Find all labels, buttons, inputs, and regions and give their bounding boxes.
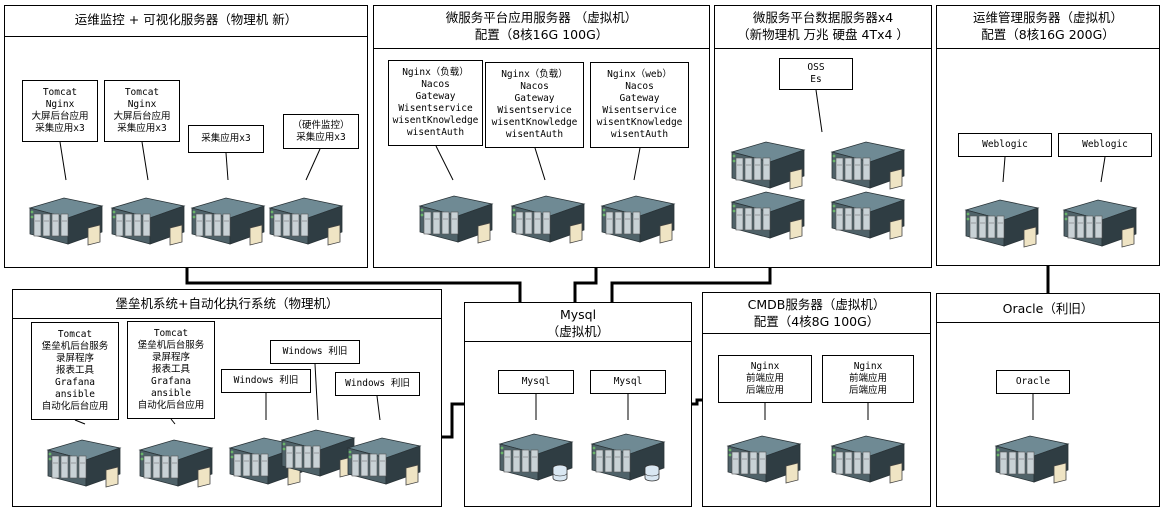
- app-label-box: Nginx 前端应用 后端应用: [822, 355, 914, 403]
- panel-title: 运维管理服务器（虚拟机） 配置（8核16G 200G）: [972, 10, 1123, 42]
- server-icon: [598, 174, 678, 246]
- server-icon: [188, 176, 268, 248]
- title-divider: [5, 36, 367, 37]
- panel-title: Oracle（利旧）: [1002, 301, 1094, 316]
- app-label-box: Windows 利旧: [270, 340, 360, 364]
- server-icon: [26, 176, 106, 248]
- title-divider: [937, 322, 1159, 323]
- connector-monitor-mysql: [185, 268, 522, 302]
- server-icon: [992, 414, 1072, 486]
- app-label-box: OSS Es: [779, 58, 853, 90]
- database-server-icon: [496, 412, 576, 484]
- title-divider: [937, 48, 1159, 49]
- title-divider: [13, 318, 441, 319]
- panel-title: 堡垒机系统+自动化执行系统（物理机）: [115, 296, 339, 311]
- connector-msdata-mysql: [610, 268, 772, 302]
- app-label-box: Tomcat Nginx 大屏后台应用 采集应用x3: [104, 80, 180, 142]
- app-label-box: Windows 利旧: [335, 372, 420, 396]
- server-icon: [828, 120, 908, 192]
- server-icon: [266, 176, 346, 248]
- connector-mysql-cmdb: [692, 398, 702, 406]
- panel-title: CMDB服务器（虚拟机） 配置（4核8G 100G）: [747, 297, 886, 329]
- panel-title: Mysql （虚拟机）: [546, 307, 610, 339]
- server-icon: [728, 120, 808, 192]
- app-label-box: Windows 利旧: [221, 369, 311, 393]
- app-label-box: Mysql: [590, 370, 666, 394]
- server-icon: [44, 418, 124, 490]
- connector-msapp-mysql: [573, 268, 598, 302]
- app-label-box: Nginx（web） Nacos Gateway Wisentservice w…: [590, 62, 689, 148]
- app-label-box: Nginx（负载） Nacos Gateway Wisentservice wi…: [485, 62, 584, 148]
- title-divider: [374, 48, 709, 49]
- app-label-box: Tomcat 堡垒机后台服务 录屏程序 报表工具 Grafana ansible…: [127, 321, 215, 419]
- server-icon: [828, 414, 908, 486]
- app-label-box: 采集应用x3: [188, 125, 264, 153]
- app-label-box: Tomcat Nginx 大屏后台应用 采集应用x3: [22, 80, 98, 142]
- panel-title: 微服务平台数据服务器x4 （新物理机 万兆 硬盘 4Tx4 ）: [737, 10, 909, 42]
- app-label-box: （硬件监控） 采集应用x3: [283, 114, 359, 149]
- server-icon: [278, 408, 358, 480]
- title-divider: [465, 341, 691, 342]
- server-icon: [226, 416, 306, 488]
- app-label-box: Tomcat 堡垒机后台服务 录屏程序 报表工具 Grafana ansible…: [31, 322, 119, 420]
- server-icon: [962, 178, 1042, 250]
- app-label-box: Nginx（负载） Nacos Gateway Wisentservice wi…: [388, 60, 483, 146]
- server-icon: [724, 414, 804, 486]
- server-icon: [344, 416, 424, 488]
- app-label-box: Weblogic: [958, 133, 1052, 157]
- app-label-box: Weblogic: [1058, 133, 1152, 157]
- connector-bastion-mysql: [442, 402, 464, 439]
- panel-title: 微服务平台应用服务器 （虚拟机） 配置（8核16G 100G）: [445, 10, 638, 42]
- panel-title: 运维监控 + 可视化服务器（物理机 新）: [74, 12, 298, 27]
- app-label-box: Nginx 前端应用 后端应用: [718, 355, 812, 403]
- app-label-box: Oracle: [996, 370, 1070, 394]
- server-icon: [136, 418, 216, 490]
- title-divider: [703, 333, 930, 334]
- server-icon: [416, 174, 496, 246]
- server-icon: [108, 176, 188, 248]
- server-icon: [508, 174, 588, 246]
- server-icon: [828, 170, 908, 242]
- server-icon: [1060, 178, 1140, 250]
- app-label-box: Mysql: [498, 370, 574, 394]
- server-icon: [728, 170, 808, 242]
- title-divider: [715, 48, 931, 49]
- database-server-icon: [588, 412, 668, 484]
